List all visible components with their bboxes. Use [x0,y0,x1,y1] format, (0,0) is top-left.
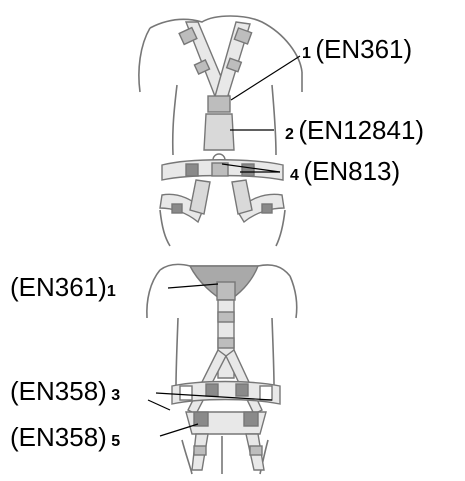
front-right-torso [271,84,277,156]
callout-number: 4 [290,167,299,184]
back-left-torso [175,317,179,386]
back-belt-buckle-left [205,383,219,397]
front-left-buckle-mid [193,59,211,75]
back-right-leg [259,439,269,475]
callout-back-5: (EN358) 5 [10,424,120,450]
front-right-buckle-top [233,27,253,45]
front-chest-attachment [207,95,231,113]
back-right-arm [289,275,298,319]
front-harness-straps [159,21,285,224]
callout-standard: (EN813) [303,156,401,186]
front-left-arm [138,27,151,93]
callout-back-1: (EN361)1 [10,274,116,300]
callout-number: 5 [111,433,121,450]
back-pad-buckle-left [193,411,209,427]
leader-front-4a [221,163,281,173]
front-left-leg [159,209,171,247]
back-pad-buckle-right [243,411,259,427]
front-right-buckle-mid [225,57,243,73]
back-belt-buckle-right [235,383,249,397]
back-dorsal-attachment [216,281,236,301]
callout-number: 2 [285,126,294,143]
callout-front-2: 2 (EN12841) [285,117,424,143]
back-left-leg-buckle [193,445,207,456]
back-left-leg [181,439,193,475]
front-belt-buckle-center [211,162,229,177]
leader-back-3a [155,392,273,401]
callout-number: 3 [111,387,121,404]
front-right-leg-strap [231,179,253,215]
back-strap-buckle-2 [217,337,235,349]
callout-number: 1 [106,283,116,300]
back-right-torso [271,317,275,386]
back-belt-ring-right [259,385,273,401]
callout-back-3: (EN358) 3 [10,378,120,404]
leader-front-1 [230,55,301,101]
front-body-outline [149,15,303,73]
front-belt-buckle-left [185,163,199,177]
back-leader-lines [147,283,273,437]
back-belt-ring-left [179,385,193,401]
leader-back-1 [167,283,219,289]
front-left-torso [171,84,178,156]
front-left-buckle-top [178,26,198,46]
front-rope-clamp [203,113,235,151]
leader-back-5 [159,423,199,437]
front-left-leg-buckle [171,203,183,214]
front-left-leg-strap [189,179,211,215]
callout-standard: (EN361) [10,272,107,302]
callout-front-4: 4 (EN813) [290,158,400,184]
front-right-leg-buckle [261,203,273,214]
back-left-arm [146,269,161,319]
back-strap-buckle-1 [217,311,235,323]
callout-front-1: 1 (EN361) [302,36,412,62]
front-right-leg [275,209,286,247]
front-belt-buckle-right [241,163,255,177]
front-harness-view [138,15,303,247]
callout-standard: (EN358) [10,422,107,452]
callout-number: 1 [302,45,311,62]
callout-standard: (EN358) [10,376,107,406]
back-right-leg-buckle [249,445,263,456]
leader-back-3b [147,399,171,411]
back-harness-straps [171,265,281,471]
callout-standard: (EN12841) [298,115,425,145]
front-leader-lines [221,55,301,173]
callout-standard: (EN361) [315,34,413,64]
